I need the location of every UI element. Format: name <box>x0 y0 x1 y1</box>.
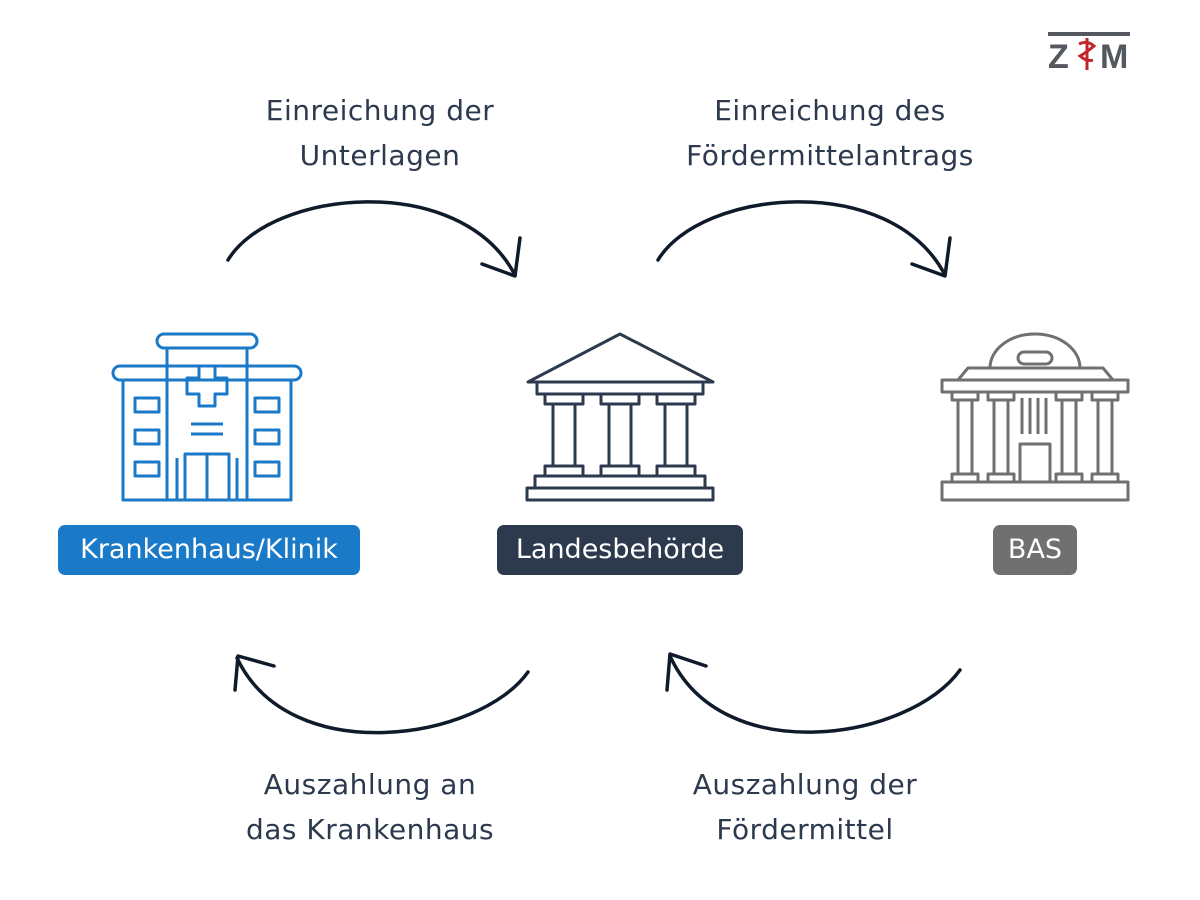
step-payout-funds-line1: Auszahlung der <box>692 768 918 801</box>
badge-authority: Landesbehörde <box>497 525 743 575</box>
logo-bar <box>1048 32 1130 36</box>
arrow-bas-to-authority <box>665 652 962 734</box>
arrow-hospital-to-authority <box>226 200 522 278</box>
logo-letter-left: Z <box>1048 38 1069 72</box>
step-payout-hospital: Auszahlung an das Krankenhaus <box>220 762 520 852</box>
step-submit-application: Einreichung des Fördermittelantrags <box>660 88 1000 178</box>
step-submit-documents-line2: Unterlagen <box>299 139 461 172</box>
step-submit-application-line1: Einreichung des <box>714 94 946 127</box>
badge-bas: BAS <box>993 525 1077 575</box>
step-payout-funds: Auszahlung der Fördermittel <box>655 762 955 852</box>
caduceus-icon <box>1077 38 1097 70</box>
step-submit-documents-line1: Einreichung der <box>265 94 495 127</box>
domed-building-icon <box>940 332 1130 502</box>
step-payout-hospital-line2: das Krankenhaus <box>245 813 495 846</box>
hospital-icon <box>111 332 303 502</box>
step-submit-application-line2: Fördermittelantrags <box>686 139 974 172</box>
step-payout-funds-line2: Fördermittel <box>716 813 894 846</box>
logo-letter-right: M <box>1100 38 1128 72</box>
arrow-authority-to-bas <box>656 200 952 278</box>
zim-logo: Z M <box>1048 32 1130 72</box>
government-building-icon <box>525 332 715 502</box>
arrow-authority-to-hospital <box>233 654 530 735</box>
step-submit-documents: Einreichung der Unterlagen <box>230 88 530 178</box>
badge-hospital: Krankenhaus/Klinik <box>58 525 360 575</box>
step-payout-hospital-line1: Auszahlung an <box>263 768 477 801</box>
